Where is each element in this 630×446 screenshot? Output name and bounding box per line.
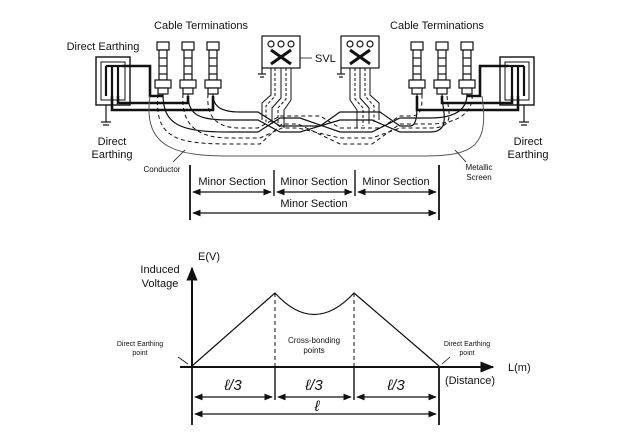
direct-earthing-point-left-1: Direct Earthing [117, 341, 163, 348]
x-axis-label: L(m) [508, 362, 531, 374]
section-dimensions [189, 165, 440, 220]
direct-earthing-right-label-2: Earthing [508, 149, 549, 161]
third-length-label-1: ℓ/3 [223, 377, 242, 394]
total-length-label: ℓ [314, 398, 321, 415]
left-link-box [258, 35, 301, 78]
y-axis-label: E(V) [198, 251, 220, 263]
minor-section-total-label: Minor Section [280, 198, 347, 210]
right-cable-terminations [408, 41, 476, 95]
induced-voltage-curve [191, 292, 440, 367]
cable-runs [148, 93, 485, 157]
metallic-screen-label-2: Screen [466, 173, 491, 182]
cable-terminations-left-label: Cable Terminations [154, 20, 248, 32]
metallic-screen-label-1: Metallic [465, 163, 492, 172]
direct-earthing-point-right-1: Direct Earthing [444, 341, 490, 348]
direct-earthing-top-left-label: Direct Earthing [67, 41, 140, 53]
conductor-label: Conductor [144, 165, 181, 174]
voltage-graph [177, 266, 495, 425]
direct-earthing-left-label-2: Earthing [92, 149, 133, 161]
cable-terminations-right-label: Cable Terminations [390, 20, 484, 32]
distance-label: (Distance) [445, 375, 495, 387]
third-length-label-2: ℓ/3 [304, 377, 323, 394]
minor-section-label-1: Minor Section [198, 176, 265, 188]
third-length-label-3: ℓ/3 [386, 377, 405, 394]
cross-bonding-points-label-2: points [303, 346, 324, 355]
cross-bonding-points-label-1: Cross-bonding [288, 336, 340, 345]
direct-earthing-left-label-1: Direct [98, 136, 127, 148]
direct-earthing-point-left-2: point [132, 350, 147, 357]
minor-section-label-2: Minor Section [280, 176, 347, 188]
direct-earthing-point-right-2: point [459, 350, 474, 357]
right-link-box [337, 35, 380, 78]
bonding-leads [261, 68, 380, 128]
induced-voltage-label-1: Induced [140, 264, 179, 276]
direct-earthing-right-label-1: Direct [514, 136, 543, 148]
left-cable-terminations [154, 41, 222, 95]
svl-label: SVL [315, 53, 336, 65]
induced-voltage-label-2: Voltage [142, 278, 179, 290]
right-earthing-box [499, 56, 535, 126]
minor-section-label-3: Minor Section [362, 176, 429, 188]
label-leaders [172, 57, 467, 163]
